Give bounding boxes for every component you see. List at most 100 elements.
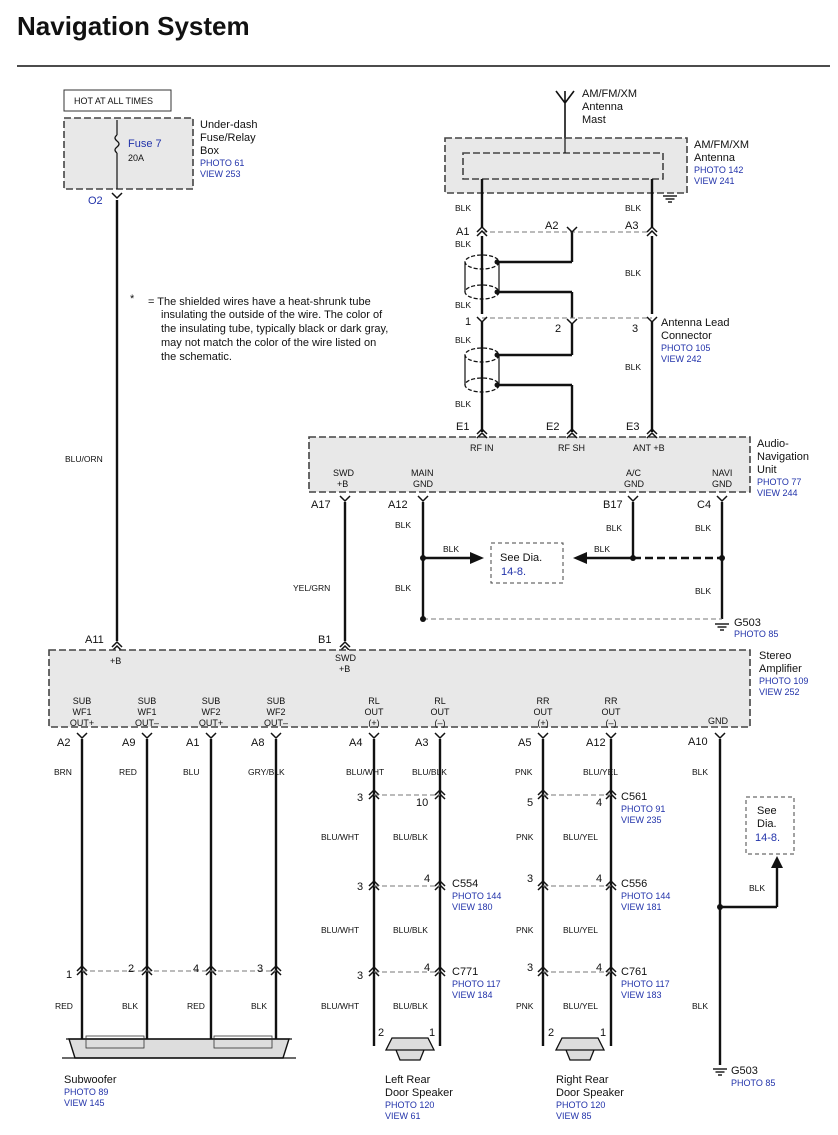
note-line-1: = The shielded wires have a heat-shrunk … [148, 296, 371, 308]
svg-text:3: 3 [257, 963, 263, 975]
fuse-amps: 20A [128, 153, 144, 163]
wire-label-blu-orn: BLU/ORN [65, 454, 103, 464]
svg-text:E3: E3 [626, 421, 639, 433]
connector-chevron [368, 788, 380, 800]
amp-label-2: Amplifier [759, 663, 802, 675]
note-line-2: insulating the outside of the wire. The … [161, 309, 383, 321]
amp-terminal-label: SUB [138, 696, 157, 706]
svg-text:BLU/YEL: BLU/YEL [563, 925, 598, 935]
anu-label-1: Audio- [757, 438, 789, 450]
connector-chevron [76, 732, 88, 740]
svg-text:A2: A2 [545, 220, 558, 232]
svg-text:BLU/WHT: BLU/WHT [321, 1001, 359, 1011]
svg-text:2: 2 [128, 963, 134, 975]
svg-text:4: 4 [193, 963, 199, 975]
amp-terminal-label: (–) [435, 718, 446, 728]
svg-text:BLK: BLK [692, 767, 708, 777]
mast-label-2: Antenna [582, 101, 624, 113]
svg-text:NAVI: NAVI [712, 468, 732, 478]
c561-label: C561 [621, 791, 647, 803]
svg-text:VIEW 183: VIEW 183 [621, 990, 662, 1000]
antconn-label-2: Connector [661, 330, 712, 342]
svg-text:RF IN: RF IN [470, 443, 494, 453]
svg-text:GND: GND [413, 479, 434, 489]
amp-terminal-label: OUT+ [70, 718, 94, 728]
subwoofer-photo: PHOTO 89 [64, 1087, 108, 1097]
amp-terminal-label: SUB [267, 696, 286, 706]
amp-terminal-label: OUT [365, 707, 385, 717]
svg-text:PHOTO 144: PHOTO 144 [452, 891, 501, 901]
amp-pin-label: A5 [518, 737, 531, 749]
svg-text:A1: A1 [456, 226, 469, 238]
svg-text:See: See [757, 805, 777, 817]
fuse-name: Fuse 7 [128, 138, 162, 150]
svg-text:A11: A11 [85, 634, 104, 646]
svg-text:A17: A17 [311, 499, 331, 511]
svg-text:BLU/WHT: BLU/WHT [321, 925, 359, 935]
fusebox-label-3: Box [200, 145, 219, 157]
svg-text:RED: RED [55, 1001, 73, 1011]
fuse-icon [114, 134, 120, 154]
fusebox-pin: O2 [88, 195, 103, 207]
svg-text:2: 2 [378, 1027, 384, 1039]
svg-text:VIEW 181: VIEW 181 [621, 902, 662, 912]
right-speaker-icon [554, 1037, 606, 1061]
connector-chevron [141, 964, 153, 976]
svg-text:GND: GND [624, 479, 645, 489]
rrs-label-1: Right Rear [556, 1074, 609, 1086]
c761-label: C761 [621, 966, 647, 978]
svg-text:A3: A3 [625, 220, 638, 232]
connector-chevron [368, 732, 380, 740]
amp-pin-label: A1 [186, 737, 199, 749]
c556-label: C556 [621, 878, 647, 890]
amp-pin-label: A9 [122, 737, 135, 749]
svg-text:BLK: BLK [749, 883, 765, 893]
svg-text:YEL/GRN: YEL/GRN [293, 583, 330, 593]
audio-nav-unit-box [308, 436, 751, 493]
svg-text:PNK: PNK [516, 1001, 534, 1011]
svg-text:BLK: BLK [122, 1001, 138, 1011]
svg-text:VIEW 235: VIEW 235 [621, 815, 662, 825]
anu-label-3: Unit [757, 464, 777, 476]
svg-text:BLK: BLK [455, 335, 471, 345]
svg-text:A/C: A/C [626, 468, 642, 478]
connector-chevron [537, 879, 549, 891]
svg-text:See Dia.: See Dia. [500, 552, 542, 564]
amp-terminal-label: SUB [202, 696, 221, 706]
amp-terminal-label: (–) [606, 718, 617, 728]
note-line-3: the insulating tube, typically black or … [161, 323, 388, 335]
amp-terminal-label: RL [368, 696, 380, 706]
svg-text:BLK: BLK [455, 203, 471, 213]
antenna-box [444, 137, 688, 194]
svg-text:BLK: BLK [606, 523, 622, 533]
amp-output-columns: SUBWF1OUT+A2BRNSUBWF1OUT–A9REDSUBWF2OUT+… [54, 696, 621, 1046]
svg-text:SWD: SWD [335, 653, 356, 663]
connector-chevron [76, 964, 88, 976]
amp-terminal-label: OUT+ [199, 718, 223, 728]
amp-terminal-label: WF1 [73, 707, 92, 717]
amp-wire-label: BRN [54, 767, 72, 777]
svg-text:BLK: BLK [692, 1001, 708, 1011]
svg-text:14-8.: 14-8. [755, 832, 780, 844]
svg-text:4: 4 [596, 797, 602, 809]
svg-text:VIEW 61: VIEW 61 [385, 1111, 421, 1121]
amp-pin-label: A4 [349, 737, 362, 749]
see-dia-box-1 [490, 542, 564, 584]
svg-text:VIEW 180: VIEW 180 [452, 902, 493, 912]
mast-label-1: AM/FM/XM [582, 88, 637, 100]
svg-text:4: 4 [424, 962, 430, 974]
svg-text:BLK: BLK [625, 362, 641, 372]
svg-text:4: 4 [596, 873, 602, 885]
connector-chevron [434, 788, 446, 800]
connector-chevron [605, 965, 617, 977]
svg-text:B1: B1 [318, 634, 331, 646]
svg-text:VIEW 184: VIEW 184 [452, 990, 493, 1000]
svg-text:BLU/YEL: BLU/YEL [563, 832, 598, 842]
svg-text:+B: +B [339, 664, 350, 674]
svg-text:BLK: BLK [455, 239, 471, 249]
antenna-label-1: AM/FM/XM [694, 139, 749, 151]
ground-photo-1: PHOTO 85 [734, 629, 778, 639]
connector-chevron [605, 732, 617, 740]
svg-text:VIEW 85: VIEW 85 [556, 1111, 592, 1121]
amp-wire-label: BLU/YEL [583, 767, 618, 777]
